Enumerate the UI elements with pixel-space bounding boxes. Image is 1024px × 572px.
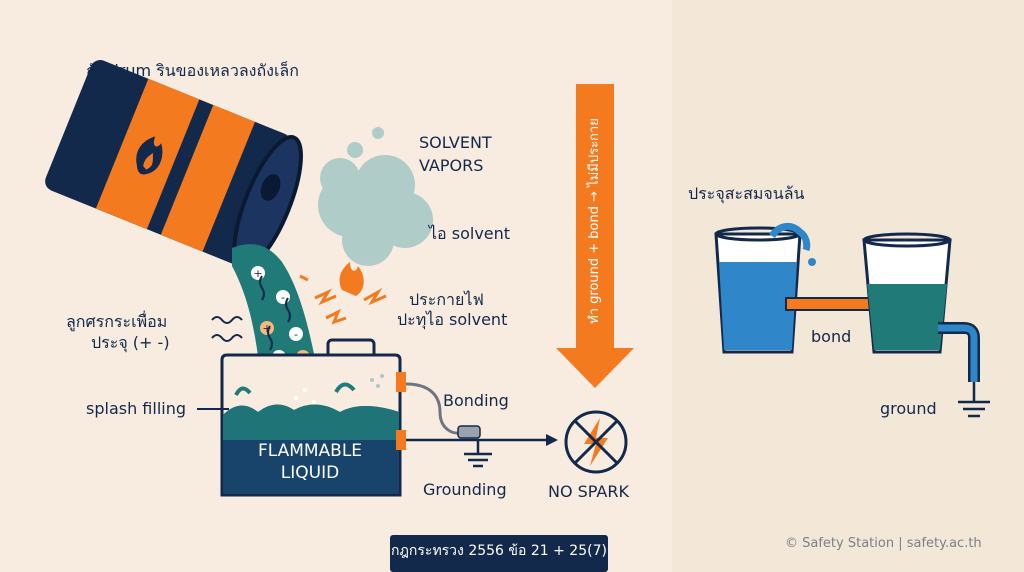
spark-label-1: ประกายไฟ xyxy=(409,290,484,309)
solvent-vapor-thai-label: ไอ solvent xyxy=(429,224,511,243)
vapor-cloud xyxy=(318,127,433,266)
wavy-arrows xyxy=(211,316,243,342)
no-spark-label: NO SPARK xyxy=(548,482,629,501)
charge-label-1: ลูกศรกระเพื่อม xyxy=(66,312,168,331)
bond-label: bond xyxy=(811,327,852,346)
left-glass xyxy=(714,223,816,354)
svg-text:-: - xyxy=(294,328,298,341)
regulation-box xyxy=(390,535,608,572)
bonding-label: Bonding xyxy=(443,391,509,410)
solvent-vapors-label-2: VAPORS xyxy=(419,156,484,175)
arrow-instruction-text: ทำ ground + bond → ไม่มีประกาย xyxy=(587,118,603,324)
bond-bar xyxy=(785,297,881,311)
splash-filling-leader-line xyxy=(197,408,229,410)
ground-pipe xyxy=(938,322,980,382)
grounding-label: Grounding xyxy=(423,480,507,499)
solvent-vapors-label-1: SOLVENT xyxy=(419,133,492,152)
copyright-text: © Safety Station | safety.ac.th xyxy=(785,536,982,551)
charge-label-2: ประจุ (+ -) xyxy=(91,333,170,352)
right-glass xyxy=(862,232,952,354)
splash-filling-label: splash filling xyxy=(86,399,187,418)
ground-symbol-icon xyxy=(464,440,492,468)
grounding-arrow-head xyxy=(546,434,558,446)
svg-text:+: + xyxy=(262,322,271,335)
ground-label: ground xyxy=(880,399,937,418)
regulation-text: กฎกระทรวง 2556 ข้อ 21 + 25(7) xyxy=(391,543,607,559)
drum-title: ถัง drum รินของเหลวลงถังเล็ก xyxy=(86,61,299,80)
tank-label-1: FLAMMABLE xyxy=(257,441,363,461)
bonding-clamp xyxy=(457,425,481,439)
down-arrow xyxy=(556,84,634,388)
charge-overflow-label: ประจุสะสมจนล้น xyxy=(688,184,805,203)
svg-text:-: - xyxy=(281,291,285,304)
spark-flame xyxy=(299,262,387,325)
tank xyxy=(220,338,406,497)
tank-label-2: LIQUID xyxy=(280,463,340,483)
flame-icon xyxy=(136,136,163,175)
svg-text:+: + xyxy=(253,267,262,280)
ground-symbol-icon-right xyxy=(958,382,990,418)
spark-label-2: ปะทุไอ solvent xyxy=(397,310,508,329)
no-spark-icon xyxy=(564,410,628,474)
bonding-cable xyxy=(405,382,465,435)
drum xyxy=(45,60,303,270)
